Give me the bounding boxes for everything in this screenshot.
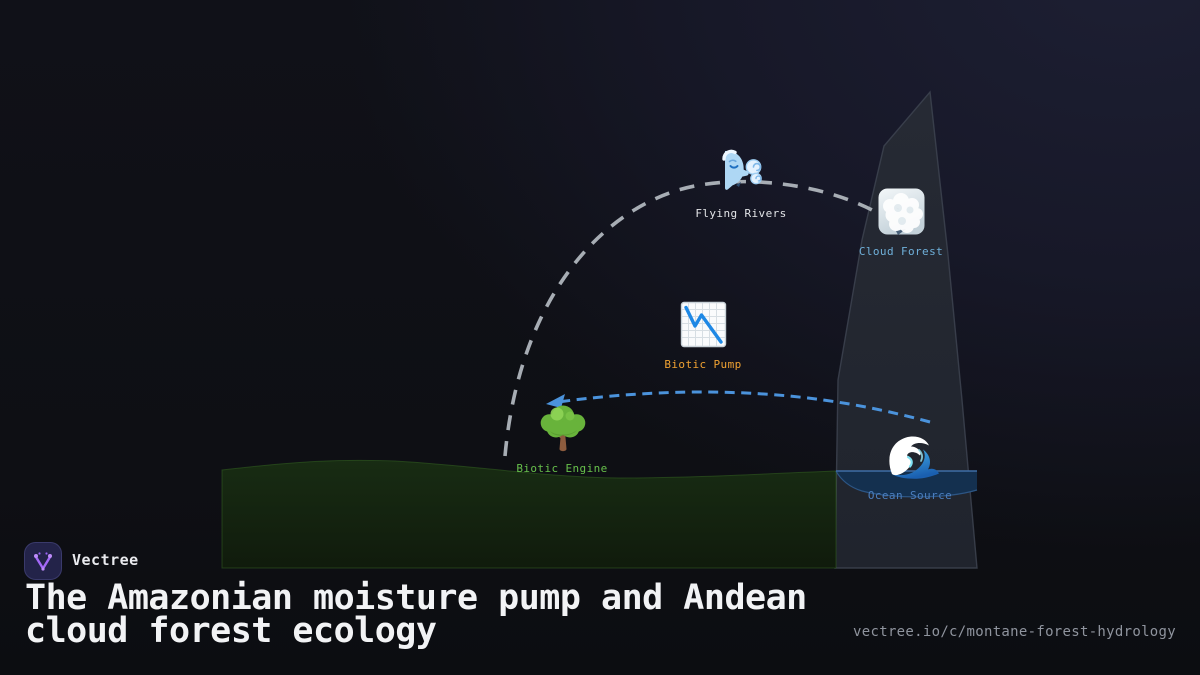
- page-title: The Amazonian moisture pump and Andean c…: [25, 578, 925, 651]
- page-title-line2: cloud forest ecology: [25, 611, 437, 651]
- ocean-water-outline: [835, 470, 978, 498]
- share-url: vectree.io/c/montane-forest-hydrology: [853, 624, 1176, 640]
- node-label-ocean-source: Ocean Source: [867, 489, 953, 502]
- node-label-flying-rivers: Flying Rivers: [695, 207, 787, 220]
- edge-ocean-inflow-arrowhead: [546, 394, 565, 408]
- water-wave-icon: [889, 436, 939, 479]
- page-title-line1: The Amazonian moisture pump and Andean: [25, 578, 807, 618]
- wind-face-icon: [722, 149, 762, 190]
- edge-moisture-arc: [503, 179, 877, 457]
- node-label-cloud-forest: Cloud Forest: [858, 245, 944, 258]
- ocean-water-shape: [836, 471, 977, 497]
- chart-decreasing-icon: [680, 301, 727, 348]
- fog-icon: [878, 188, 925, 235]
- deciduous-tree-icon: [540, 405, 586, 452]
- brand-name: Vectree: [72, 551, 139, 569]
- vectree-logo-icon: [24, 542, 62, 580]
- node-label-biotic-pump: Biotic Pump: [664, 358, 742, 371]
- node-label-biotic-engine: Biotic Engine: [516, 462, 608, 475]
- edge-ocean-inflow: [557, 390, 931, 424]
- ground-shape: [221, 459, 837, 569]
